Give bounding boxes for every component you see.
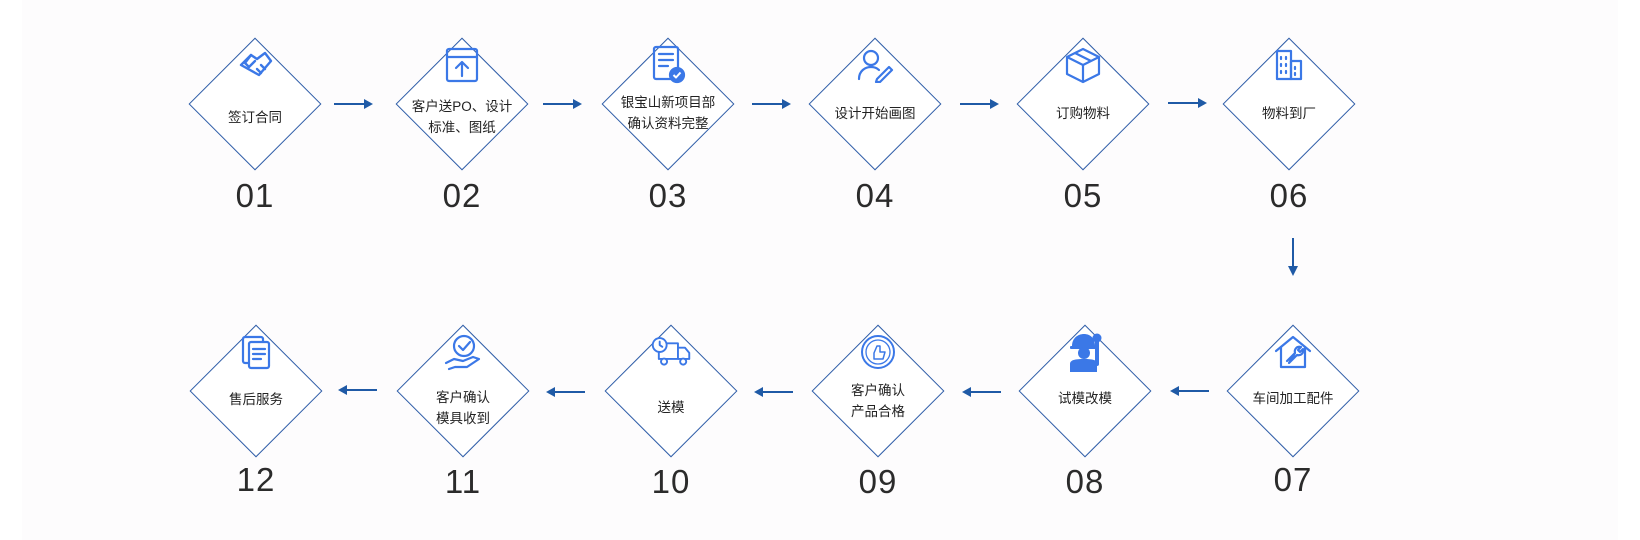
step-01: 签订合同 01: [180, 29, 330, 214]
step-label: 设计开始画图: [834, 106, 916, 121]
delivery-truck-icon: [651, 332, 691, 372]
step-05: 订购物料 05: [1008, 29, 1158, 214]
step-label: 试模改模: [1058, 391, 1112, 406]
step-number: 11: [444, 463, 482, 500]
step-label: 客户确认 产品合格: [851, 383, 905, 419]
step-10: 送模 10: [596, 316, 746, 500]
handshake-icon: [235, 45, 275, 85]
box-icon: [1063, 45, 1103, 85]
step-label: 银宝山新项目部 确认资料完整: [620, 95, 716, 131]
step-09: 客户确认 产品合格 09: [803, 316, 953, 500]
step-number: 01: [235, 177, 275, 214]
step-label: 订购物料: [1056, 106, 1110, 121]
arrow-left: [962, 387, 1001, 397]
step-number: 08: [1065, 463, 1105, 500]
folder-upload-icon: [442, 45, 482, 85]
step-04: 设计开始画图 04: [800, 29, 950, 214]
step-number: 05: [1063, 177, 1103, 214]
arrow-left: [754, 387, 793, 397]
step-03: 银宝山新项目部 确认资料完整 03: [593, 29, 743, 214]
step-label: 车间加工配件: [1252, 391, 1334, 406]
worker-icon: [1065, 332, 1105, 372]
user-edit-icon: [855, 45, 895, 85]
hand-check-icon: [443, 332, 483, 372]
step-08: 试模改模 08: [1010, 316, 1160, 500]
arrow-left: [1170, 386, 1209, 396]
arrow-right: [960, 99, 999, 109]
document-check-icon: [648, 45, 688, 85]
step-label: 物料到厂: [1262, 106, 1316, 121]
house-wrench-icon: [1273, 332, 1313, 372]
arrow-right: [543, 99, 582, 109]
step-label: 售后服务: [229, 392, 283, 407]
step-number: 03: [648, 177, 688, 214]
arrow-right: [334, 99, 373, 109]
arrow-left: [338, 385, 377, 395]
arrow-right: [1168, 98, 1207, 108]
step-number: 12: [236, 461, 276, 498]
step-07: 车间加工配件 07: [1218, 316, 1368, 498]
arrow-left: [546, 387, 585, 397]
step-number: 10: [651, 463, 691, 500]
step-label: 客户确认 模具收到: [436, 390, 490, 426]
step-number: 07: [1273, 461, 1313, 498]
step-02: 客户送PO、设计 标准、图纸 02: [387, 29, 537, 214]
arrow-down: [1288, 238, 1298, 276]
step-number: 02: [442, 177, 482, 214]
step-06: 物料到厂 06: [1214, 29, 1364, 214]
arrow-right: [752, 99, 791, 109]
step-number: 09: [858, 463, 898, 500]
step-11: 客户确认 模具收到 11: [388, 316, 538, 500]
step-label: 送模: [657, 400, 685, 415]
documents-icon: [236, 332, 276, 372]
approved-seal-icon: [858, 332, 898, 372]
step-label: 客户送PO、设计 标准、图纸: [411, 99, 513, 135]
building-icon: [1269, 45, 1309, 85]
step-12: 售后服务 12: [181, 316, 331, 498]
step-label: 签订合同: [228, 110, 282, 125]
step-number: 06: [1269, 177, 1309, 214]
step-number: 04: [855, 177, 895, 214]
